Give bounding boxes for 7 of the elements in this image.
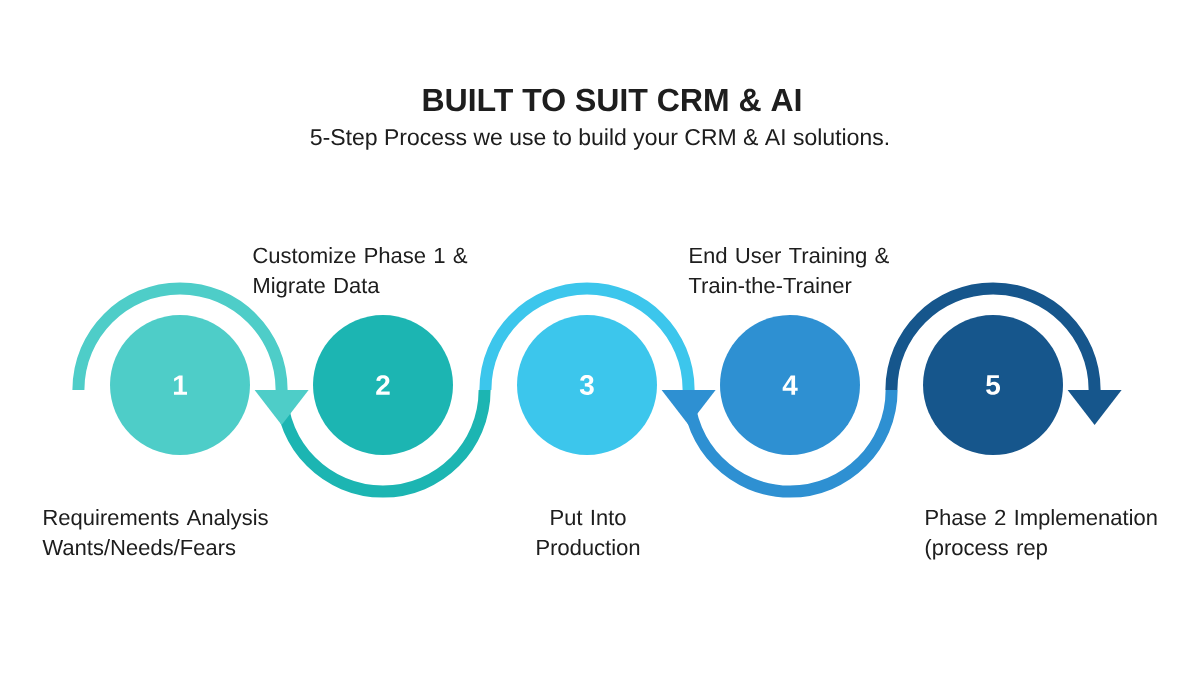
step-label: Put Into Production [537, 509, 640, 556]
step-label: Phase 2 Implemenation (process rep [925, 509, 1157, 560]
title: BUILT TO SUIT CRM & AI [423, 88, 801, 112]
step-label: End User Training & Train-the-Trainer [688, 247, 889, 294]
step-label: Requirements Analysis Wants/Needs/Fears [42, 509, 268, 556]
subtitle: 5-Step Process we use to build your CRM & AI solutions. [310, 128, 888, 150]
step-label: Customize Phase 1 & Migrate Data [253, 247, 468, 298]
